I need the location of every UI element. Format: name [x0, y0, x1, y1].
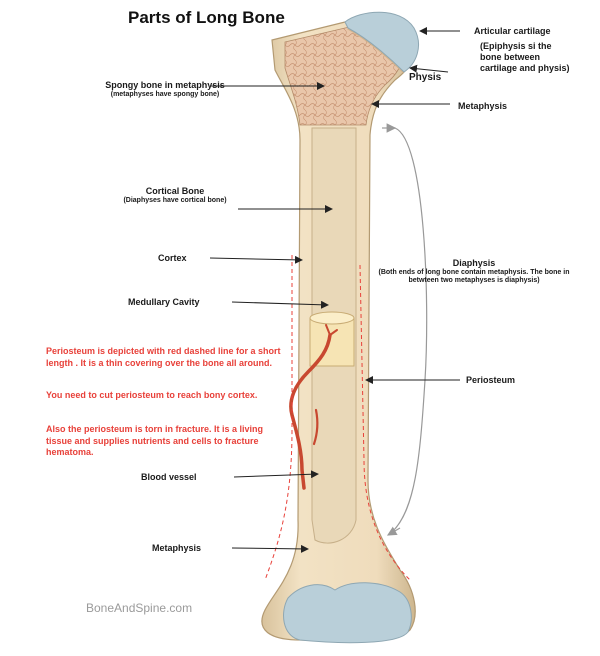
label-diaphysis-title: Diaphysis — [452, 258, 496, 268]
label-physis: Physis — [409, 72, 442, 83]
articular-cartilage-bottom — [283, 582, 412, 644]
diagram-title: Parts of Long Bone — [128, 8, 285, 27]
leader-blood-vessel — [233, 470, 319, 479]
diaphysis-bracket-head-bottom — [386, 526, 401, 536]
label-medullary-cavity: Medullary Cavity — [128, 297, 200, 307]
diaphysis-bracket — [391, 127, 428, 533]
label-cortical-title: Cortical Bone — [145, 186, 205, 196]
periosteum-note-2: You need to cut periosteum to reach bony… — [46, 390, 258, 400]
articular-cartilage-top — [344, 11, 419, 73]
label-periosteum: Periosteum — [466, 375, 516, 385]
medullary-cut-window — [309, 317, 355, 367]
label-diaphysis: Diaphysis (Both ends of long bone contai… — [374, 258, 574, 286]
periosteum-dashed-right — [359, 264, 411, 581]
label-diaphysis-note: (Both ends of long bone contain metaphys… — [378, 268, 570, 285]
leader-metaphysis-bottom — [231, 544, 309, 553]
periosteum-dashed-left — [264, 255, 293, 581]
label-spongy-bone-title: Spongy bone in metaphysis — [105, 80, 225, 90]
label-cortical-bone: Cortical Bone (Diaphyses have cortical b… — [116, 186, 234, 205]
watermark: BoneAndSpine.com — [86, 601, 193, 615]
leader-physis — [409, 64, 449, 73]
periosteum-note-1: Periosteum is depicted with red dashed l… — [46, 346, 281, 368]
label-cortical-note: (Diaphyses have cortical bone) — [123, 196, 227, 204]
label-spongy-bone: Spongy bone in metaphysis (metaphyses ha… — [100, 80, 230, 99]
label-spongy-bone-note: (metaphyses have spongy bone) — [110, 90, 220, 98]
blood-vessel — [289, 333, 332, 490]
label-articular-cartilage: Articular cartilage — [474, 26, 551, 36]
periosteum-note-3: Also the periosteum is torn in fracture.… — [46, 424, 264, 458]
blood-vessel-branch-top — [325, 324, 338, 336]
leader-cortex — [209, 255, 303, 264]
label-cortex: Cortex — [158, 253, 187, 263]
label-blood-vessel: Blood vessel — [141, 472, 197, 482]
leader-medullary — [231, 300, 329, 309]
blood-vessel-branch — [312, 408, 319, 446]
medullary-cut-top — [309, 311, 355, 325]
label-metaphysis-bottom: Metaphysis — [152, 543, 202, 553]
label-metaphysis-top: Metaphysis — [458, 101, 508, 111]
label-articular-note: (Epiphysis si the bone between cartilage… — [480, 41, 570, 73]
